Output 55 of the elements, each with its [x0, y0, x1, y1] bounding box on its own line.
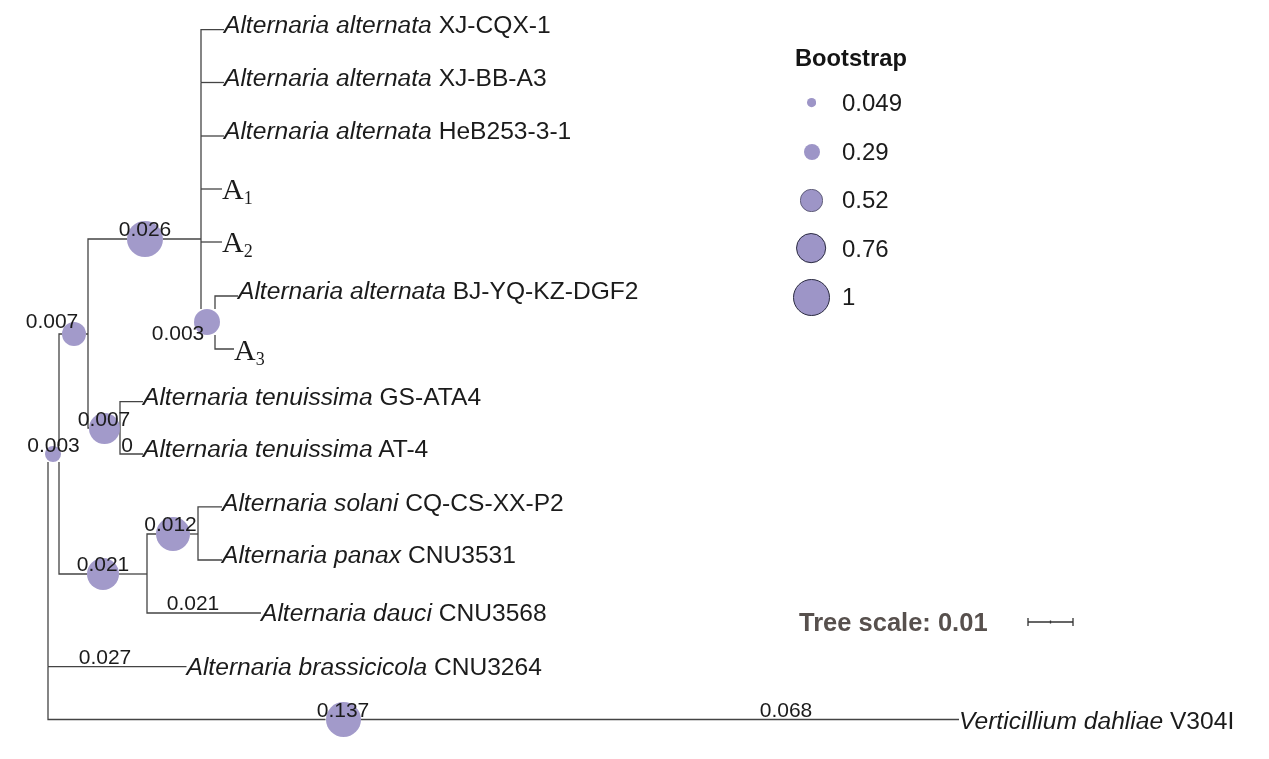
tree-branch [197, 533, 223, 561]
branch-label: 0.003 [151, 324, 205, 342]
tree-branch [58, 461, 88, 575]
tree-branch [162, 238, 202, 240]
tree-branch [200, 241, 223, 243]
taxon-label: A$_{3}$ [234, 333, 265, 366]
tree-branch [47, 461, 49, 668]
tree-branch [146, 533, 157, 575]
taxon-label: Alternaria solani CQ-CS-XX-P2 [222, 488, 564, 517]
legend-title: Bootstrap [795, 45, 907, 71]
tree-branch [200, 188, 223, 190]
taxon-label: A$_{2}$ [222, 225, 253, 259]
tree-branch [47, 666, 327, 721]
tree-branch [47, 666, 188, 668]
tree-branch [200, 28, 225, 84]
scale-label: Tree scale: 0.01 [799, 608, 988, 636]
legend-label: 0.52 [842, 187, 889, 213]
branch-label: 0.003 [27, 436, 80, 454]
taxon-label: Alternaria alternata BJ-YQ-KZ-DGF2 [238, 277, 639, 306]
tree-branch [200, 135, 225, 137]
taxon-label: A$_{1}$ [222, 172, 253, 206]
branch-label: 0.068 [759, 700, 813, 719]
taxon-label: Alternaria brassicicola CNU3264 [186, 652, 542, 681]
tree-branch [214, 334, 235, 350]
tree-branch [200, 135, 202, 190]
tree-branch [118, 573, 148, 575]
tree-branch [119, 427, 144, 455]
taxon-label: Alternaria alternata HeB253-3-1 [224, 117, 572, 146]
taxon-label: Alternaria dauci CNU3568 [261, 599, 547, 628]
branch-label: 0.007 [25, 312, 79, 330]
legend-label: 0.049 [842, 90, 903, 116]
taxon-label: Verticillium dahliae V304I [959, 706, 1235, 735]
tree-branch [200, 241, 202, 310]
tree-branch [146, 573, 262, 614]
branch-label: 0.021 [166, 594, 220, 612]
taxon-label: Alternaria panax CNU3531 [222, 541, 516, 570]
tree-branch [359, 718, 960, 721]
tree-branch [200, 188, 202, 240]
taxon-label: Alternaria tenuissima AT-4 [143, 435, 429, 464]
tree-branch [197, 506, 223, 535]
tree-branch [200, 81, 202, 137]
legend-label: 0.76 [842, 235, 889, 262]
tree-branch [87, 238, 128, 335]
legend-label: 0.29 [842, 139, 889, 165]
tree-branch [200, 81, 225, 84]
legend-label: 1 [842, 284, 856, 310]
taxon-label: Alternaria alternata XJ-BB-A3 [224, 63, 547, 92]
tree-branch [87, 333, 90, 429]
tree-branch [200, 238, 202, 243]
branch-label: 0 [121, 436, 133, 454]
taxon-label: Alternaria tenuissima GS-ATA4 [143, 382, 482, 411]
branch-label: 0.027 [78, 647, 132, 666]
tree-branch [214, 295, 239, 310]
taxon-label: Alternaria alternata XJ-CQX-1 [224, 10, 551, 39]
branch-label: 0.021 [76, 554, 130, 573]
